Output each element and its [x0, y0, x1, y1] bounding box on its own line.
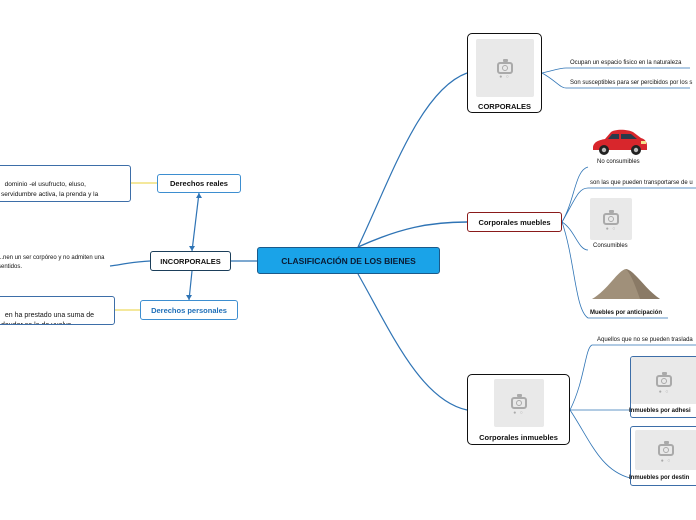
camera-icon [603, 210, 619, 225]
corporales-muebles-label: Corporales muebles [478, 217, 551, 227]
inmuebles-adhesion-node[interactable]: ● ○ Inmuebles por adhesi [629, 356, 696, 418]
inmuebles-destino-label: Inmuebles por destin [629, 475, 690, 481]
corporales-node[interactable]: ● ○ CORPORALES [467, 33, 542, 113]
incorporales-label: INCORPORALES [160, 256, 221, 266]
derechos-reales-node[interactable]: Derechos reales [157, 174, 241, 193]
incorporales-note: ...nen un ser corpóreo y no admiten una … [0, 255, 105, 270]
no-consumibles-label[interactable]: No consumibles [597, 159, 640, 165]
camera-icon [656, 371, 672, 387]
transportar-text[interactable]: son las que pueden transportarse de u [590, 180, 693, 186]
image-placeholder: ● ○ [475, 38, 534, 97]
derechos-reales-label: Derechos reales [170, 179, 228, 188]
derechos-personales-note-text: en ha prestado una suma de deudor se la … [1, 312, 95, 324]
derechos-reales-note-text: dominio -el usufructo, eluso, servidumbr… [1, 181, 99, 198]
corporales-child-1[interactable]: Ocupan un espacio fisico en la naturalez… [570, 60, 682, 66]
inmuebles-destino-node[interactable]: ● ○ Inmuebles por destin [629, 426, 696, 486]
central-topic[interactable]: CLASIFICACIÓN DE LOS BIENES [257, 247, 440, 274]
camera-icon [510, 394, 527, 409]
image-placeholder: ● ○ [493, 379, 544, 427]
derechos-personales-label: Derechos personales [151, 305, 227, 315]
derechos-personales-note[interactable]: en ha prestado una suma de deudor se la … [0, 296, 115, 325]
muebles-anticipacion-label[interactable]: Muebles por anticipación [590, 310, 663, 316]
derechos-reales-note[interactable]: dominio -el usufructo, eluso, servidumbr… [0, 165, 131, 202]
sand-pile-image [592, 269, 660, 299]
consumibles-label[interactable]: Consumibles [593, 243, 628, 249]
corporales-inmuebles-label: Corporales inmuebles [479, 433, 558, 442]
corporales-child-2[interactable]: Son susceptibles para ser percibidos por… [570, 80, 693, 86]
link-inmuebles [357, 273, 468, 411]
link-reales [191, 192, 200, 252]
corporales-inmuebles-node[interactable]: ● ○ Corporales inmuebles [467, 374, 570, 445]
derechos-personales-node[interactable]: Derechos personales [140, 300, 238, 320]
link-corporales [357, 72, 468, 248]
no-trasladar-text[interactable]: Aquellos que no se pueden traslada [597, 337, 693, 343]
image-placeholder: ● ○ [635, 430, 696, 470]
camera-icon [658, 441, 674, 456]
corporales-label: CORPORALES [478, 101, 531, 111]
image-placeholder: ● ○ [631, 357, 696, 404]
red-car-image [593, 129, 647, 155]
incorporales-node[interactable]: INCORPORALES [150, 251, 231, 271]
inmuebles-adhesion-label: Inmuebles por adhesi [629, 408, 691, 414]
corporales-muebles-node[interactable]: Corporales muebles [467, 212, 562, 232]
camera-icon [496, 58, 513, 74]
consumibles-image-placeholder: ● ○ [590, 198, 632, 240]
central-topic-label: CLASIFICACIÓN DE LOS BIENES [281, 255, 416, 266]
link-incorp-note [109, 260, 151, 267]
link-muebles [357, 221, 468, 248]
